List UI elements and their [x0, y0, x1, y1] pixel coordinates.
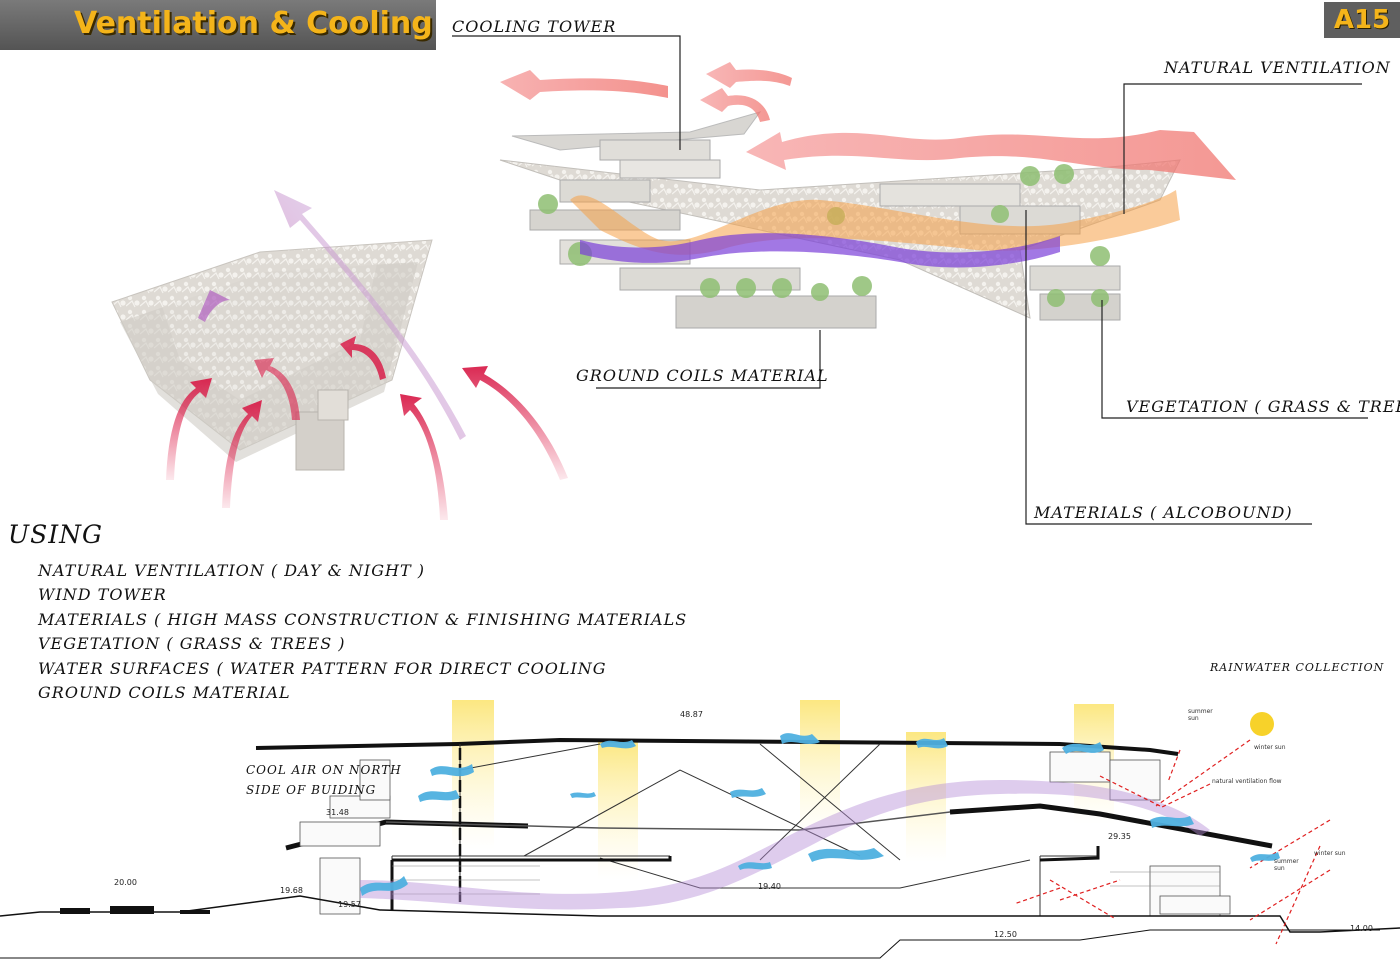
- level-12-50: 12.50: [994, 930, 1017, 939]
- using-item: WATER SURFACES ( WATER PATTERN FOR DIREC…: [38, 658, 607, 678]
- label-winter-sun-bottom: winter sun: [1314, 850, 1346, 857]
- level-19-68: 19.68: [280, 886, 303, 895]
- label-nat-vent-flow: natural ventilation flow: [1212, 778, 1282, 785]
- level-29-35: 29.35: [1108, 832, 1131, 841]
- label-summer-sun-bottom: summer sun: [1274, 858, 1299, 872]
- sheet-number-badge: A15: [1324, 2, 1400, 38]
- label-cooling-tower: COOLING TOWER: [452, 17, 617, 36]
- using-list: NATURAL VENTILATION ( DAY & NIGHT ) WIND…: [38, 560, 687, 706]
- label-natural-ventilation: NATURAL VENTILATION: [1164, 58, 1391, 77]
- using-item: MATERIALS ( HIGH MASS CONSTRUCTION & FIN…: [38, 609, 688, 629]
- level-14-00: 14.00: [1350, 924, 1373, 933]
- level-19-57: 19.57: [338, 900, 361, 909]
- title-bar: Ventilation & Cooling: [0, 0, 436, 50]
- level-20-00: 20.00: [114, 878, 137, 887]
- label-summer-sun-top: summer sun: [1188, 708, 1213, 722]
- using-item: NATURAL VENTILATION ( DAY & NIGHT ): [38, 561, 425, 580]
- using-item: GROUND COILS MATERIAL: [38, 682, 291, 702]
- label-vegetation: VEGETATION ( GRASS & TREES: [1126, 397, 1400, 416]
- level-19-40: 19.40: [758, 882, 781, 891]
- label-cool-air-2: SIDE OF BUIDING: [246, 783, 377, 797]
- level-48-87: 48.87: [680, 710, 703, 719]
- canopy-perspective: [111, 190, 568, 520]
- building-section: [0, 700, 1400, 959]
- callout-leaders: [452, 35, 1368, 525]
- label-winter-sun-top: winter sun: [1254, 744, 1286, 751]
- level-31-48: 31.48: [326, 808, 349, 817]
- using-title: USING: [8, 520, 103, 549]
- label-ground-coils: GROUND COILS MATERIAL: [576, 366, 829, 385]
- using-item: VEGETATION ( GRASS & TREES ): [38, 634, 346, 654]
- label-rainwater-collection: RAINWATER COLLECTION: [1210, 661, 1385, 674]
- sheet-title: Ventilation & Cooling: [74, 6, 433, 41]
- using-item: WIND TOWER: [38, 585, 167, 605]
- label-materials: MATERIALS ( ALCOBOUND): [1034, 503, 1293, 522]
- building-perspective: [499, 62, 1236, 329]
- label-cool-air-1: COOL AIR ON NORTH: [246, 763, 402, 777]
